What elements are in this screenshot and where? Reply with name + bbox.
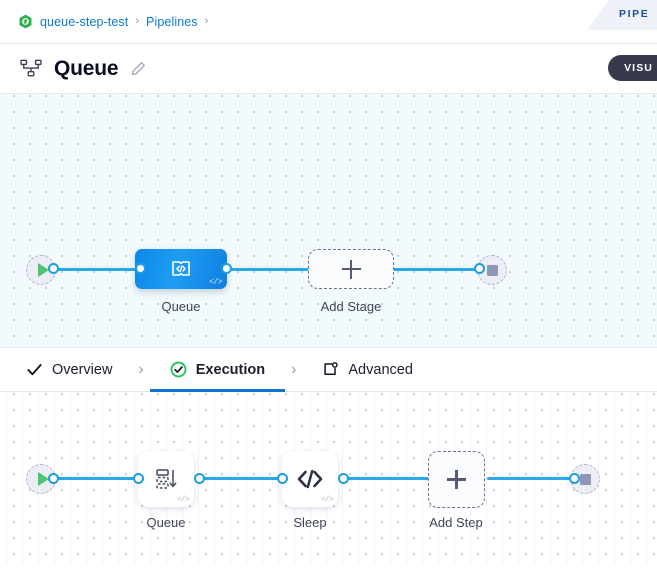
edge-start-to-queuestep — [52, 477, 142, 480]
add-step-button[interactable] — [428, 451, 485, 508]
add-step-label: Add Step — [429, 515, 483, 530]
check-icon — [27, 364, 42, 376]
sleep-step-label: Sleep — [293, 515, 327, 530]
tab-overview[interactable]: Overview — [22, 348, 116, 392]
breadcrumb-separator-2: › — [204, 15, 209, 27]
stage-canvas[interactable]: </> Queue Add Stage — [0, 94, 657, 348]
stop-icon — [579, 473, 591, 485]
queue-step-out-port[interactable] — [194, 473, 205, 484]
stage-end-port[interactable] — [474, 263, 485, 274]
code-angle-icon — [297, 469, 323, 489]
breadcrumb-separator: › — [135, 15, 140, 27]
add-stage-label: Add Stage — [320, 299, 382, 314]
edge-sleep-to-addstep — [340, 477, 440, 480]
step-start-port[interactable] — [48, 473, 59, 484]
step-end-port[interactable] — [569, 473, 580, 484]
tab-advanced-label: Advanced — [348, 361, 413, 378]
breadcrumb-item-pipelines[interactable]: Pipelines — [146, 14, 198, 29]
tab-overview-label: Overview — [52, 361, 113, 378]
edge-queue-to-addstage — [222, 268, 312, 271]
section-tabs: Overview › Execution › Advanced — [0, 348, 657, 392]
edge-start-to-queue — [52, 268, 140, 271]
sleep-step-node[interactable]: </> — [282, 451, 338, 507]
advanced-gear-icon — [324, 362, 339, 375]
pipeline-icon — [20, 59, 42, 76]
pipeline-side-tab[interactable]: PIPE — [587, 0, 657, 30]
play-icon — [37, 472, 49, 486]
play-icon — [37, 263, 49, 277]
stage-end-node[interactable] — [477, 255, 507, 285]
tab-advanced[interactable]: Advanced — [318, 348, 417, 392]
plus-icon — [447, 470, 466, 489]
edge-addstep-to-end — [487, 477, 579, 480]
queue-step-code-badge: </> — [176, 496, 190, 504]
queue-stack-icon — [156, 469, 177, 489]
pencil-icon[interactable] — [131, 61, 146, 76]
page-title: Queue — [54, 56, 119, 80]
queue-stage-node[interactable]: </> — [135, 249, 227, 289]
tab-separator-1: › — [138, 360, 144, 378]
check-circle-icon — [170, 361, 187, 378]
stage-start-port[interactable] — [48, 263, 59, 274]
breadcrumb-item-project[interactable]: queue-step-test — [40, 14, 129, 29]
tab-execution[interactable]: Execution — [149, 348, 286, 392]
breadcrumb: queue-step-test › Pipelines › PIPE — [0, 0, 657, 44]
edge-addstage-to-end — [392, 268, 484, 271]
sleep-step-code-badge: </> — [320, 496, 334, 504]
tab-separator-2: › — [291, 360, 297, 378]
visual-toggle-button[interactable]: VISU — [608, 55, 657, 81]
sleep-step-in-port[interactable] — [277, 473, 288, 484]
project-hex-icon — [19, 14, 32, 29]
tab-execution-label: Execution — [195, 361, 266, 378]
add-stage-button[interactable] — [308, 249, 394, 289]
queue-stage-out-port[interactable] — [221, 263, 232, 274]
title-bar: Queue VISU — [0, 44, 657, 94]
queue-stage-label: Queue — [161, 299, 201, 314]
sleep-step-out-port[interactable] — [338, 473, 349, 484]
plus-icon — [341, 259, 361, 279]
queue-step-label: Queue — [146, 515, 186, 530]
queue-step-node[interactable]: </> — [138, 451, 194, 507]
queue-step-in-port[interactable] — [133, 473, 144, 484]
code-block-icon — [172, 261, 190, 276]
step-canvas[interactable]: </> Queue </> Sleep Add Step — [0, 392, 657, 564]
queue-stage-code-badge: </> — [209, 278, 222, 287]
pipeline-side-tab-label: PIPE — [619, 8, 650, 20]
queue-stage-in-port[interactable] — [135, 263, 146, 274]
edge-queuestep-to-sleep — [196, 477, 288, 480]
stop-icon — [486, 264, 498, 276]
